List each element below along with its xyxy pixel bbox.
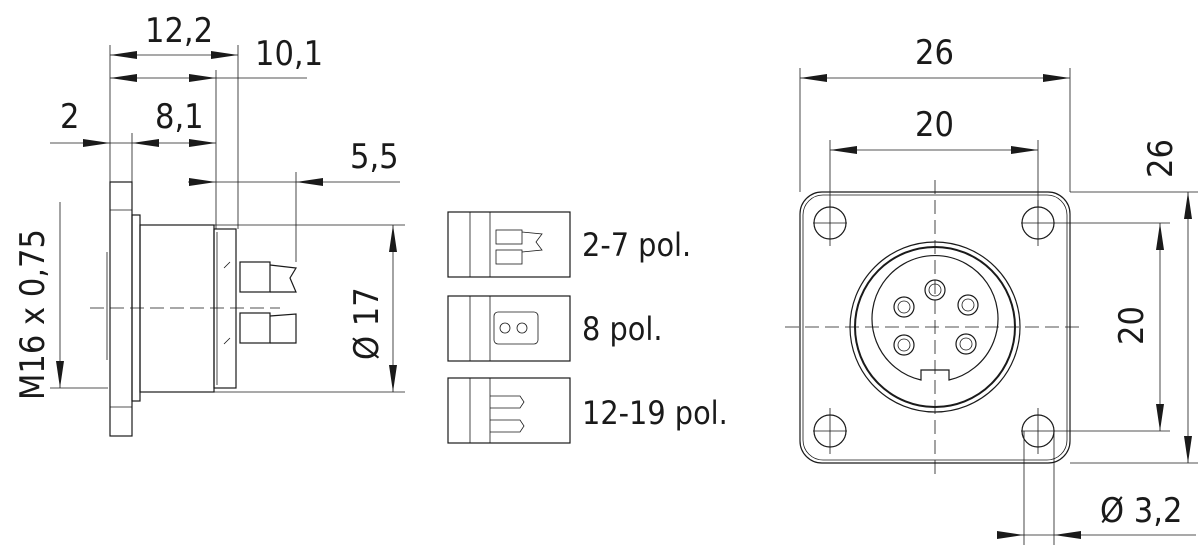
variant-insets: 2-7 pol. 8 pol. 12-19 pol. xyxy=(447,211,728,444)
contacts xyxy=(893,279,979,356)
variant-12-19-pol: 12-19 pol. xyxy=(447,377,728,444)
dim-height: 26 xyxy=(1141,139,1181,178)
dim-flange: 2 xyxy=(60,97,79,137)
insert-plate xyxy=(213,228,237,389)
dim-diameter: Ø 17 xyxy=(347,287,387,360)
variant-2-7-pol: 2-7 pol. xyxy=(447,211,691,278)
variant-8-pol: 8 pol. xyxy=(447,295,662,362)
body xyxy=(139,224,215,393)
side-view: 12,2 10,1 2 8,1 5,5 Ø 17 M16 x 0,75 xyxy=(13,11,405,437)
pins xyxy=(223,261,297,345)
dim-pin: 5,5 xyxy=(350,137,399,177)
thread-label: M16 x 0,75 xyxy=(13,229,53,400)
dim-total-length: 12,2 xyxy=(145,11,213,51)
dim-hole-spacing-v: 20 xyxy=(1112,306,1152,345)
dim-hole-spacing-h: 20 xyxy=(915,105,954,145)
variant-label: 8 pol. xyxy=(582,310,662,348)
dim-body: 8,1 xyxy=(155,97,204,137)
dim-width: 26 xyxy=(915,33,954,73)
variant-label: 2-7 pol. xyxy=(582,226,691,264)
insert-face xyxy=(871,254,999,381)
front-view: 26 20 26 20 Ø 3,2 xyxy=(785,33,1198,545)
dim-pin-length: 10,1 xyxy=(255,34,323,74)
flange xyxy=(109,181,133,437)
dim-hole: Ø 3,2 xyxy=(1100,491,1182,531)
variant-label: 12-19 pol. xyxy=(582,394,728,432)
